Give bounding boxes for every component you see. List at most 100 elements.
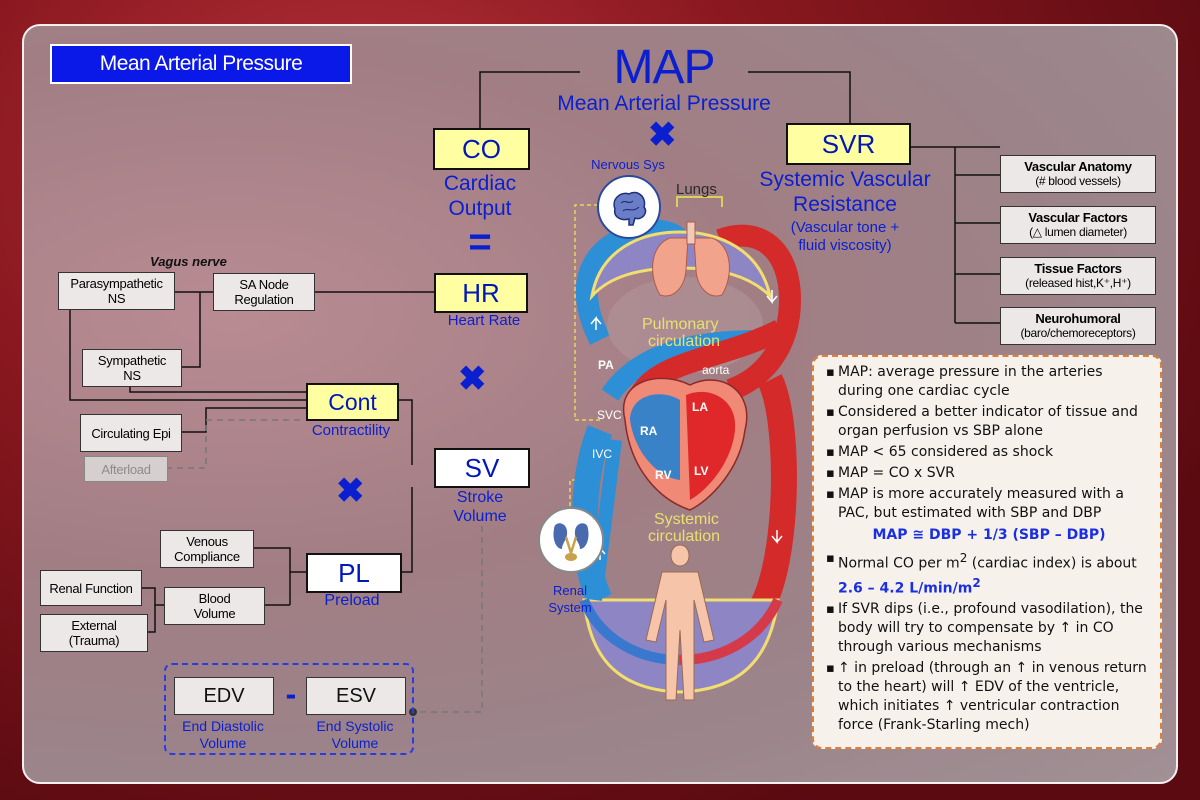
parasympathetic-box: Parasympathetic NS — [58, 272, 175, 310]
map-full: Mean Arterial Pressure — [557, 92, 771, 115]
note-item: MAP < 65 considered as shock — [826, 443, 1152, 462]
svr-note-2: fluid viscosity) — [798, 237, 892, 254]
pl-full: Preload — [324, 592, 380, 609]
co-full-2: Output — [448, 197, 512, 220]
note-sup: 2 — [959, 551, 968, 565]
svr-note-1: (Vascular tone + — [790, 219, 900, 236]
factor-tissue-factors: Tissue Factors (released hist,K⁺,H⁺) — [1000, 257, 1156, 295]
blood-label-1: Blood — [198, 591, 231, 606]
esv-full-2: Volume — [331, 735, 379, 751]
factor-title: Vascular Factors — [1028, 210, 1128, 225]
esv-box: ESV — [306, 677, 406, 715]
note-item-cardiac-index: Normal CO per m2 (cardiac index) is abou… — [826, 549, 1152, 598]
pa-label: PA — [598, 358, 614, 372]
times-icon: ✖ — [336, 472, 365, 510]
cont-full: Contractility — [311, 422, 391, 439]
edv-esv-group — [164, 663, 414, 755]
brain-icon — [597, 175, 661, 239]
esv-full-1: End Systolic — [316, 718, 394, 734]
sympathetic-box: Sympathetic NS — [82, 349, 182, 387]
blood-label-2: Volume — [193, 606, 236, 621]
note-item: If SVR dips (i.e., profound vasodilation… — [826, 600, 1152, 657]
sv-box: SV — [434, 448, 530, 488]
factor-sub: (released hist,K⁺,H⁺) — [1025, 276, 1131, 290]
notes-list-2: Normal CO per m2 (cardiac index) is abou… — [826, 549, 1152, 735]
note-text: Normal CO per m — [838, 555, 960, 572]
note-item: MAP is more accurately measured with a P… — [826, 485, 1152, 523]
note-text: (cardiac index) is about — [967, 555, 1137, 572]
sv-full-1: Stroke — [456, 489, 504, 506]
map-abbr: MAP — [613, 41, 715, 94]
la-label: LA — [692, 400, 708, 414]
svc-label: SVC — [597, 408, 622, 422]
vagus-label: Vagus nerve — [150, 254, 227, 269]
lv-label: LV — [694, 464, 709, 478]
edv-full-2: Volume — [199, 735, 247, 751]
renal-label-1: Renal — [553, 583, 587, 598]
hr-full: Heart Rate — [447, 312, 521, 329]
ivc-label: IVC — [592, 447, 613, 461]
ra-label: RA — [640, 424, 658, 438]
external-label-2: (Trauma) — [68, 633, 120, 648]
factor-vascular-anatomy: Vascular Anatomy (# blood vessels) — [1000, 155, 1156, 193]
factor-title: Tissue Factors — [1034, 261, 1122, 276]
rv-label: RV — [655, 468, 672, 482]
lungs-label: Lungs — [676, 181, 717, 198]
co-box: CO — [433, 128, 530, 170]
afterload-box: Afterload — [84, 456, 168, 482]
svr-full-2: Resistance — [793, 193, 897, 216]
circulating-epi-box: Circulating Epi — [80, 414, 182, 452]
aorta-label: aorta — [702, 363, 730, 377]
parasympathetic-label-2: NS — [107, 291, 126, 306]
notes-list: MAP: average pressure in the arteries du… — [826, 363, 1152, 523]
svr-full-1: Systemic Vascular — [759, 168, 931, 191]
sv-full-2: Volume — [453, 508, 507, 525]
blood-volume-box: Blood Volume — [164, 587, 265, 625]
renal-label-2: System — [548, 600, 592, 615]
note-value: 2.6 – 4.2 L/min/m — [838, 580, 973, 597]
factor-vascular-factors: Vascular Factors (△ lumen diameter) — [1000, 206, 1156, 244]
sympathetic-label-2: NS — [123, 368, 141, 383]
sa-node-label-2: Regulation — [234, 292, 294, 307]
brain-icon-graphic — [613, 191, 647, 226]
external-label-1: External — [71, 618, 117, 633]
pulmonary-label-2: circulation — [648, 333, 721, 350]
external-box: External (Trauma) — [40, 614, 148, 652]
nervous-sys-label: Nervous Sys — [591, 157, 665, 172]
venous-compliance-box: Venous Compliance — [160, 530, 254, 568]
page-title: Mean Arterial Pressure — [50, 44, 352, 84]
factor-sub: (△ lumen diameter) — [1029, 225, 1127, 239]
edv-full-1: End Diastolic — [182, 718, 264, 734]
factor-title: Neurohumoral — [1035, 311, 1121, 326]
sa-node-label-1: SA Node — [239, 277, 289, 292]
svr-box: SVR — [786, 123, 911, 165]
edv-box: EDV — [174, 677, 274, 715]
sympathetic-label-1: Sympathetic — [97, 353, 167, 368]
hr-box: HR — [434, 273, 528, 313]
note-item: MAP: average pressure in the arteries du… — [826, 363, 1152, 401]
note-item: Considered a better indicator of tissue … — [826, 403, 1152, 441]
renal-function-box: Renal Function — [40, 570, 142, 606]
minus-icon: - — [285, 676, 297, 712]
factor-title: Vascular Anatomy — [1024, 159, 1132, 174]
sa-node-box: SA Node Regulation — [213, 273, 315, 311]
note-value-sup: 2 — [972, 575, 981, 590]
venous-label-2: Compliance — [174, 549, 240, 564]
kidney-icon — [538, 507, 604, 573]
circulation-illustration — [572, 196, 802, 701]
equals-icon: = — [468, 220, 492, 264]
times-icon: ✖ — [458, 360, 487, 398]
factor-sub: (# blood vessels) — [1035, 174, 1121, 188]
notes-panel: MAP: average pressure in the arteries du… — [812, 355, 1162, 749]
factor-neurohumoral: Neurohumoral (baro/chemoreceptors) — [1000, 307, 1156, 345]
note-item: MAP = CO x SVR — [826, 464, 1152, 483]
parasympathetic-label-1: Parasympathetic — [70, 276, 163, 291]
kidney-icon-graphic — [553, 523, 589, 561]
times-icon: ✖ — [648, 116, 677, 154]
note-item: ↑ in preload (through an ↑ in venous ret… — [826, 659, 1152, 735]
co-full-1: Cardiac — [443, 172, 517, 195]
cont-box: Cont — [306, 383, 399, 421]
pl-box: PL — [306, 553, 402, 593]
systemic-label-2: circulation — [648, 528, 721, 545]
